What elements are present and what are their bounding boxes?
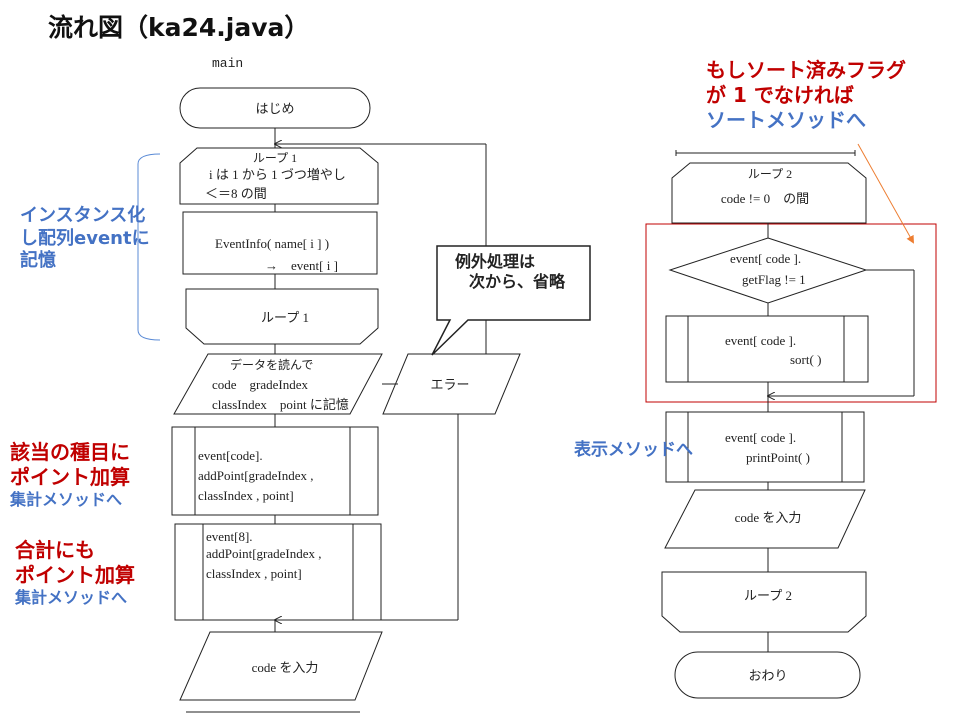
right-input-code-label: code を入力 xyxy=(735,510,802,525)
loop2-footer: ループ 2 xyxy=(661,571,867,633)
instantiate-line-2: → event[ i ] xyxy=(265,258,338,273)
instance-note-line-2: し配列eventに xyxy=(20,227,150,249)
loop1-header-cond-2: ＜＝8 の間 xyxy=(205,186,267,201)
right-input-code: code を入力 xyxy=(664,489,866,549)
end-terminal: おわり xyxy=(674,651,861,699)
add-note-1: 該当の種目に ポイント加算 集計メソッドへ xyxy=(10,440,130,510)
start-terminal: はじめ xyxy=(179,87,371,129)
add-note-1-line-3: 集計メソッドへ xyxy=(10,490,123,509)
instantiate-process: EventInfo( name[ i ] ) → event[ i ] xyxy=(182,211,378,275)
loop2-header-cond: code != 0 の間 xyxy=(721,191,809,206)
instance-note-line-1: インスタンス化 xyxy=(20,205,146,226)
add-note-2: 合計にも ポイント加算 集計メソッドへ xyxy=(15,538,135,608)
loop1-footer: ループ 1 xyxy=(185,288,379,345)
add-point-process-1: event[code]. addPoint[gradeIndex , class… xyxy=(171,426,379,516)
sort-note-line-2: が 1 でなければ xyxy=(706,83,854,107)
display-note: 表示メソッドへ xyxy=(574,440,693,460)
end-label: おわり xyxy=(748,668,787,683)
exception-note: 例外処理は 次から、省略 xyxy=(455,252,565,292)
left-input-code-label: code を入力 xyxy=(252,660,319,675)
start-label: はじめ xyxy=(255,101,294,116)
decision-line-1: event[ code ]. xyxy=(730,251,801,266)
instantiate-line-1: EventInfo( name[ i ] ) xyxy=(215,236,329,251)
main-label: main xyxy=(212,56,243,71)
add-point-8-line-1: event[8]. xyxy=(206,529,253,544)
print-line-2: printPoint( ) xyxy=(746,450,810,465)
print-process: event[ code ]. printPoint( ) xyxy=(665,411,865,483)
error-label: エラー xyxy=(430,377,469,392)
add-point-8-line-3: classIndex , point] xyxy=(206,566,302,581)
read-data-input: データを読んで code gradeIndex classIndex point… xyxy=(173,353,383,415)
sort-line-2: sort( ) xyxy=(790,352,821,367)
loop1-header: ループ 1 i は 1 から 1 づつ増やし ＜＝8 の間 xyxy=(179,147,379,205)
add-point-process-8: event[8]. addPoint[gradeIndex , classInd… xyxy=(174,523,382,621)
add-note-2-line-1: 合計にも xyxy=(15,538,95,562)
instance-bracket xyxy=(137,153,161,341)
left-input-code: code を入力 xyxy=(179,631,383,701)
loop2-header: ループ 2 code != 0 の間 xyxy=(671,162,867,224)
add-point-1-line-3: classIndex , point] xyxy=(198,488,294,503)
loop1-footer-label: ループ 1 xyxy=(261,310,309,325)
read-data-line-1: データを読んで xyxy=(230,357,313,372)
add-note-2-line-3: 集計メソッドへ xyxy=(15,588,128,607)
decision-line-2: getFlag != 1 xyxy=(742,272,806,287)
sort-note-arrow xyxy=(857,143,914,244)
loop1-header-title: ループ 1 xyxy=(253,151,297,165)
sort-process: event[ code ]. sort( ) xyxy=(665,315,869,383)
loop2-header-title: ループ 2 xyxy=(748,167,792,181)
add-point-1-line-2: addPoint[gradeIndex , xyxy=(198,468,314,483)
loop1-header-cond-1: i は 1 から 1 づつ増やし xyxy=(209,167,346,182)
error-output: エラー xyxy=(382,353,521,415)
add-point-8-line-2: addPoint[gradeIndex , xyxy=(206,546,322,561)
exception-note-line-1: 例外処理は xyxy=(455,252,536,271)
print-line-1: event[ code ]. xyxy=(725,430,796,445)
read-data-line-2: code gradeIndex xyxy=(212,377,309,392)
page-title: 流れ図（ka24.java） xyxy=(48,13,310,42)
add-note-1-line-2: ポイント加算 xyxy=(10,465,130,489)
loop2-footer-label: ループ 2 xyxy=(744,588,792,603)
sort-highlight-box xyxy=(645,223,937,403)
sort-note-line-3: ソートメソッドへ xyxy=(706,108,866,132)
sort-note: もしソート済みフラグ が 1 でなければ ソートメソッドへ xyxy=(706,58,906,133)
add-point-1-line-1: event[code]. xyxy=(198,448,263,463)
exception-note-line-2: 次から、省略 xyxy=(469,272,566,291)
getflag-decision: event[ code ]. getFlag != 1 xyxy=(668,237,868,304)
add-note-2-line-2: ポイント加算 xyxy=(15,563,135,587)
sort-note-line-1: もしソート済みフラグ xyxy=(706,58,906,82)
exception-callout xyxy=(431,245,591,356)
sort-line-1: event[ code ]. xyxy=(725,333,796,348)
instance-note: インスタンス化 し配列eventに 記憶 xyxy=(20,205,150,273)
add-note-1-line-1: 該当の種目に xyxy=(10,440,130,464)
instance-note-line-3: 記憶 xyxy=(20,250,56,271)
read-data-line-3: classIndex point に記憶 xyxy=(212,397,349,412)
